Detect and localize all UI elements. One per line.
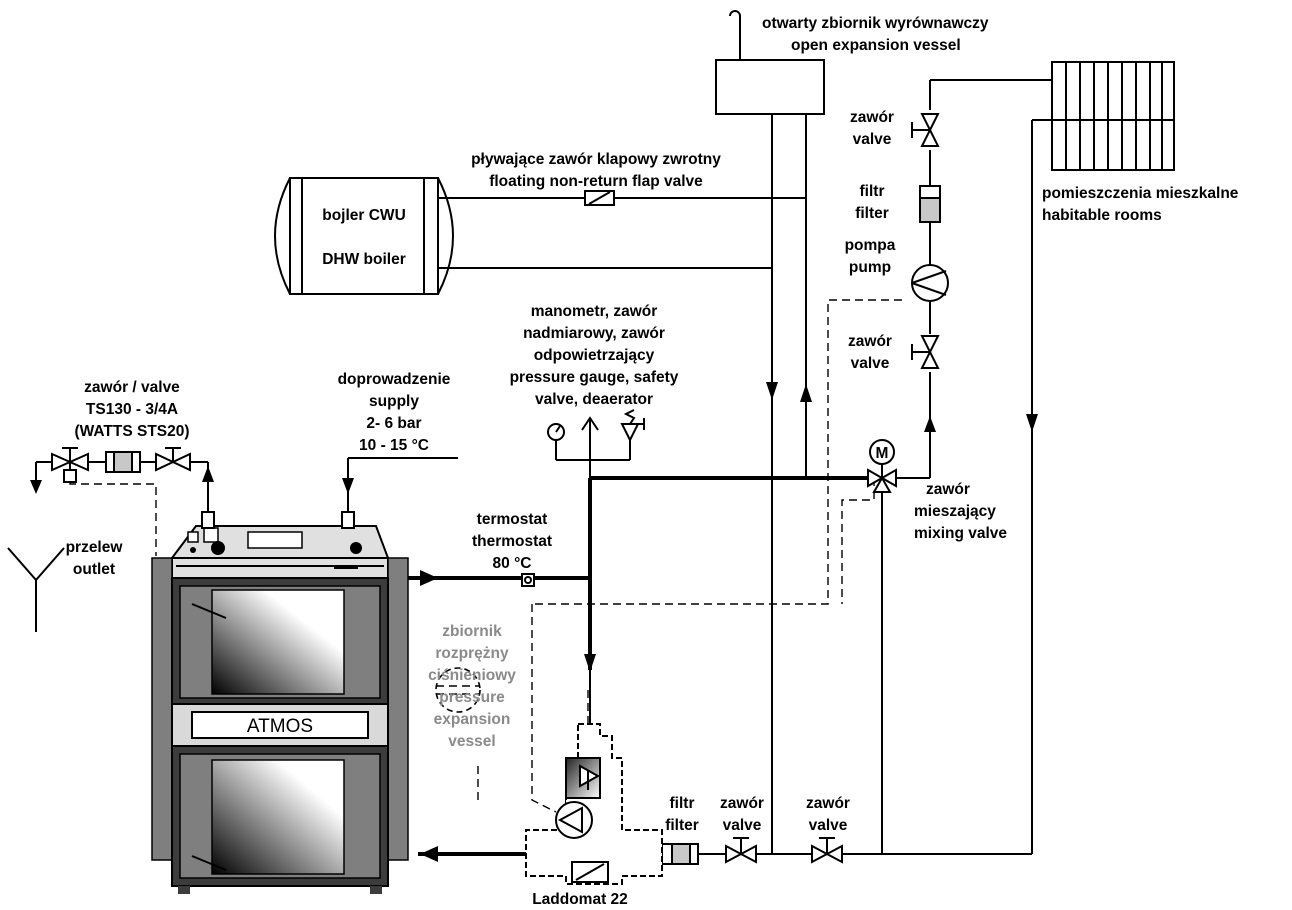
flow-arrows [30, 382, 1038, 862]
valve-top-label-pl: zawór [850, 109, 894, 126]
ts-label-2: TS130 - 3/4A [86, 401, 178, 418]
pump-label-en: pump [849, 259, 891, 276]
pev-label-5: expansion [434, 711, 511, 728]
safety-label-3: odpowietrzający [534, 347, 655, 364]
outlet-label-pl: przelew [66, 539, 124, 556]
dhw-boiler [274, 177, 454, 295]
valve-b1-label-pl: zawór [720, 795, 764, 812]
boiler-cwu-label: bojler CWU [322, 207, 406, 224]
dhw-boiler-label: DHW boiler [322, 251, 406, 268]
open-expansion-vessel [715, 10, 825, 115]
ts-label-3: (WATTS STS20) [74, 423, 189, 440]
valve-b2-label-pl: zawór [806, 795, 850, 812]
pump-label-pl: pompa [845, 237, 896, 254]
supply-label-4: 10 - 15 °C [359, 437, 429, 454]
pev-label-6: vessel [448, 733, 495, 750]
rooms-label-en: habitable rooms [1042, 207, 1162, 224]
safety-label-1: manometr, zawór [531, 303, 658, 320]
filter-bottom-label-pl: filtr [670, 795, 695, 812]
thermostat-label-pl: termostat [477, 511, 548, 528]
flap-valve [584, 190, 615, 206]
pressure-expansion-vessel [435, 667, 481, 713]
control-lines [69, 299, 902, 813]
valve-bottom-2 [811, 837, 843, 864]
thermostat-sensor [521, 573, 535, 587]
flap-valve-label-pl: pływające zawór klapowy zwrotny [471, 151, 721, 168]
valve-b2-label-en: valve [809, 817, 848, 834]
atmos-boiler: ATMOS [151, 511, 409, 894]
filter-bottom-label-en: filter [665, 817, 699, 834]
safety-valve-icon [620, 423, 640, 443]
laddomat-unit [525, 723, 663, 885]
ts130-valve [51, 447, 191, 473]
filter-bottom [661, 843, 699, 865]
labels: otwarty zbiornik wyrównawczy open expans… [66, 15, 1239, 908]
safety-label-4: pressure gauge, safety [510, 369, 679, 386]
pev-label-3: ciśnieniowy [428, 667, 516, 684]
radiator [1051, 61, 1175, 171]
supply-label-3: 2- 6 bar [366, 415, 421, 432]
vessel-box [715, 59, 825, 115]
valve-top-label-en: valve [853, 131, 892, 148]
valve-mid-label-pl: zawór [848, 333, 892, 350]
valve-b1-label-en: valve [723, 817, 762, 834]
safety-label-5: valve, deaerator [535, 391, 653, 408]
thermostat-temp-label: 80 °C [493, 555, 532, 572]
supply-label-1: doprowadzenie [338, 371, 451, 388]
valve-bottom-1 [725, 837, 757, 864]
valve-mid-label-en: valve [851, 355, 890, 372]
brand-label: ATMOS [247, 716, 313, 737]
radiator-valve-top [911, 113, 940, 147]
mixing-valve: M [867, 439, 897, 493]
mixing-label-3: mixing valve [914, 525, 1007, 542]
thermostat-label-en: thermostat [472, 533, 552, 550]
rooms-label-pl: pomieszczenia mieszkalne [1042, 185, 1239, 202]
vent-pipe [729, 10, 741, 60]
mixing-label-1: zawór [926, 481, 970, 498]
laddomat-label: Laddomat 22 [532, 891, 628, 908]
pump-top [911, 264, 949, 302]
open-vessel-label-en: open expansion vessel [791, 37, 961, 54]
outlet-label-en: outlet [73, 561, 115, 578]
safety-label-2: nadmiarowy, zawór [523, 325, 665, 342]
pev-label-2: rozprężny [435, 645, 509, 662]
motor-label: M [876, 445, 889, 462]
filter-top-label-en: filter [855, 205, 889, 222]
safety-group [547, 409, 645, 443]
deaerator-icon [581, 416, 599, 431]
open-vessel-label-pl: otwarty zbiornik wyrównawczy [762, 15, 989, 32]
supply-label-2: supply [369, 393, 419, 410]
pev-label-1: zbiornik [442, 623, 502, 640]
radiator-valve-mid [911, 335, 940, 369]
filter-top-label-pl: filtr [860, 183, 885, 200]
ts-label-1: zawór / valve [84, 379, 180, 396]
mixing-label-2: mieszający [914, 503, 996, 520]
pev-label-4: pressure [439, 689, 505, 706]
flap-valve-label-en: floating non-return flap valve [489, 173, 703, 190]
filter-top [919, 185, 941, 223]
